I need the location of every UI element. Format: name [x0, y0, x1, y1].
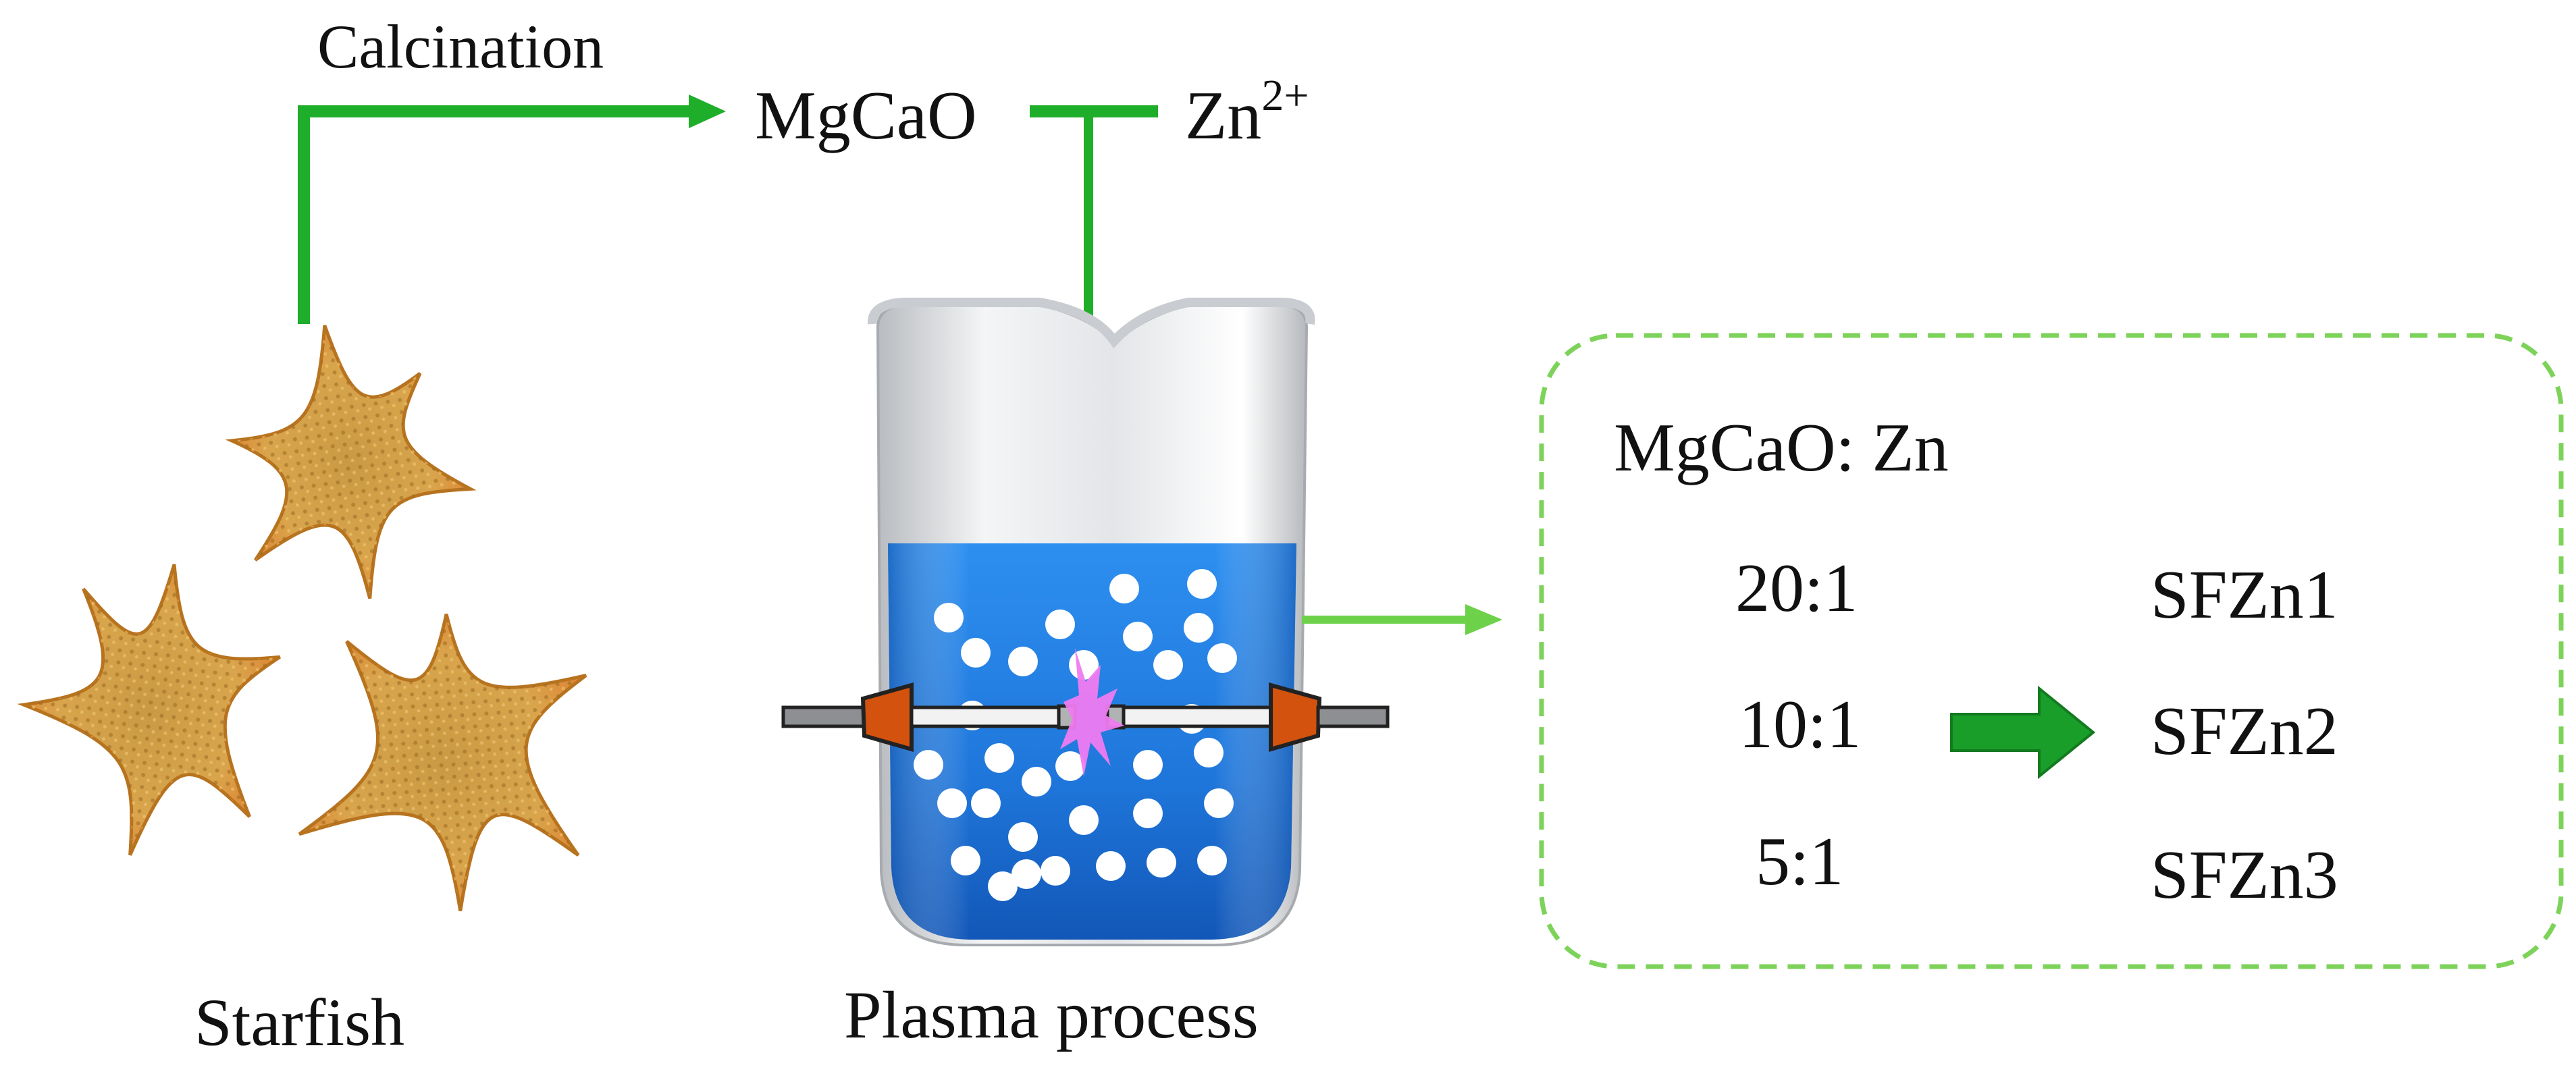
ratio-value: 10:1 [1739, 686, 1861, 763]
sample-name: SFZn3 [2151, 837, 2338, 913]
starfish-icon [17, 564, 281, 856]
zn-ion-label: Zn2+ [1185, 71, 1309, 154]
plasma-spark-icon [1060, 648, 1124, 776]
calcination-arrow [298, 94, 726, 324]
starfish-icon [298, 614, 587, 911]
electrode-right [1105, 682, 1390, 752]
ratio-value: 20:1 [1735, 550, 1858, 626]
block-arrow-icon [1950, 685, 2096, 780]
ratio-header: MgCaO: Zn [1614, 410, 1949, 486]
sample-name: SFZn1 [2151, 557, 2338, 633]
beaker-icon [781, 298, 1390, 946]
zn-charge: 2+ [1261, 71, 1309, 120]
sample-name: SFZn2 [2151, 693, 2338, 770]
mgcao-label: MgCaO [755, 78, 977, 154]
zn-base: Zn [1185, 78, 1261, 154]
calcination-label: Calcination [317, 12, 604, 81]
result-box: MgCaO: Zn 20:1 SFZn1 10:1 SFZn2 5:1 SFZn… [1539, 333, 2564, 969]
starfish-icon [225, 325, 477, 599]
plasma-process-label: Plasma process [844, 977, 1259, 1052]
output-arrow [1302, 604, 1502, 635]
starfish-label: Starfish [194, 985, 404, 1060]
starfish-group [17, 325, 587, 911]
ratio-value: 5:1 [1756, 824, 1843, 900]
